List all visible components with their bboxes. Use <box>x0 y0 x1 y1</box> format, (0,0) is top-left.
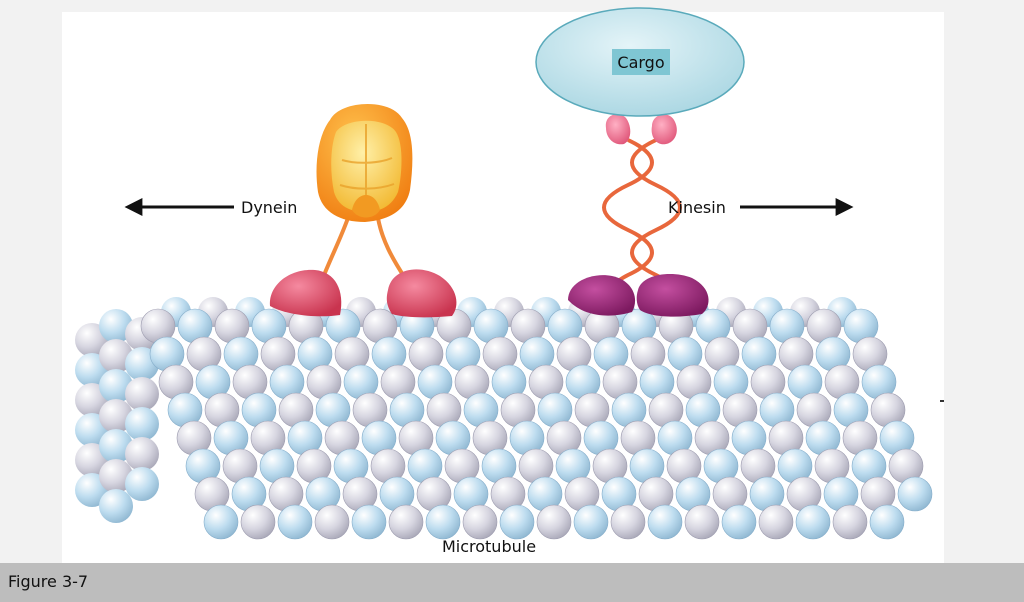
beta-tubulin-subunit <box>721 504 757 540</box>
alpha-tubulin-subunit <box>536 504 572 540</box>
kinesin-neck-left <box>605 114 631 145</box>
beta-tubulin-subunit <box>499 504 535 540</box>
tubulin-subunit <box>99 459 133 493</box>
cargo-label: Cargo <box>617 53 664 72</box>
tubulin-subunit <box>99 429 133 463</box>
tubulin-subunit <box>125 377 159 411</box>
microtubule-label: Microtubule <box>442 537 536 556</box>
cargo-vesicle: Cargo <box>535 7 745 117</box>
tubulin-subunit <box>125 437 159 471</box>
alpha-tubulin-subunit <box>832 504 868 540</box>
tubulin-subunit <box>99 489 133 523</box>
caption-bar: Figure 3-7 <box>0 563 1024 602</box>
beta-tubulin-subunit <box>897 476 933 512</box>
beta-tubulin-subunit <box>869 504 905 540</box>
tubulin-subunit <box>99 399 133 433</box>
dynein-motor <box>269 103 457 318</box>
kinesin-helix-a <box>602 138 654 299</box>
beta-tubulin-subunit <box>351 504 387 540</box>
beta-tubulin-subunit <box>647 504 683 540</box>
dynein-stalk-left <box>320 217 350 281</box>
kinesin-neck-right <box>651 114 677 145</box>
tubulin-subunit <box>125 467 159 501</box>
kinesin-foot-left <box>568 275 636 316</box>
tubulin-subunit <box>125 407 159 441</box>
dynein-stalk-right <box>376 217 407 280</box>
dynein-foot-right <box>386 269 457 318</box>
alpha-tubulin-subunit <box>610 504 646 540</box>
tubulin-subunit <box>99 339 133 373</box>
motor-proteins-diagram: Cargo Dynein Kinesin Microtubule <box>75 7 944 556</box>
stray-mark <box>940 400 944 402</box>
dynein-head-seam <box>339 124 395 205</box>
dynein-label: Dynein <box>241 198 297 217</box>
tubulin-subunit <box>99 369 133 403</box>
beta-tubulin-subunit <box>277 504 313 540</box>
alpha-tubulin-subunit <box>240 504 276 540</box>
alpha-tubulin-subunit <box>462 504 498 540</box>
kinesin-foot-right <box>636 274 709 317</box>
cargo-label-box <box>612 49 670 75</box>
microtubule <box>75 297 933 540</box>
figure-caption: Figure 3-7 <box>8 572 89 591</box>
alpha-tubulin-subunit <box>684 504 720 540</box>
alpha-tubulin-subunit <box>758 504 794 540</box>
kinesin-motor <box>568 114 709 317</box>
kinesin-label: Kinesin <box>668 198 726 217</box>
dynein-head-point <box>352 195 380 218</box>
beta-tubulin-subunit <box>203 504 239 540</box>
tubulin-subunit <box>99 309 133 343</box>
alpha-tubulin-subunit <box>314 504 350 540</box>
dynein-foot-left <box>269 269 342 317</box>
beta-tubulin-subunit <box>573 504 609 540</box>
beta-tubulin-subunit <box>795 504 831 540</box>
beta-tubulin-subunit <box>425 504 461 540</box>
alpha-tubulin-subunit <box>388 504 424 540</box>
